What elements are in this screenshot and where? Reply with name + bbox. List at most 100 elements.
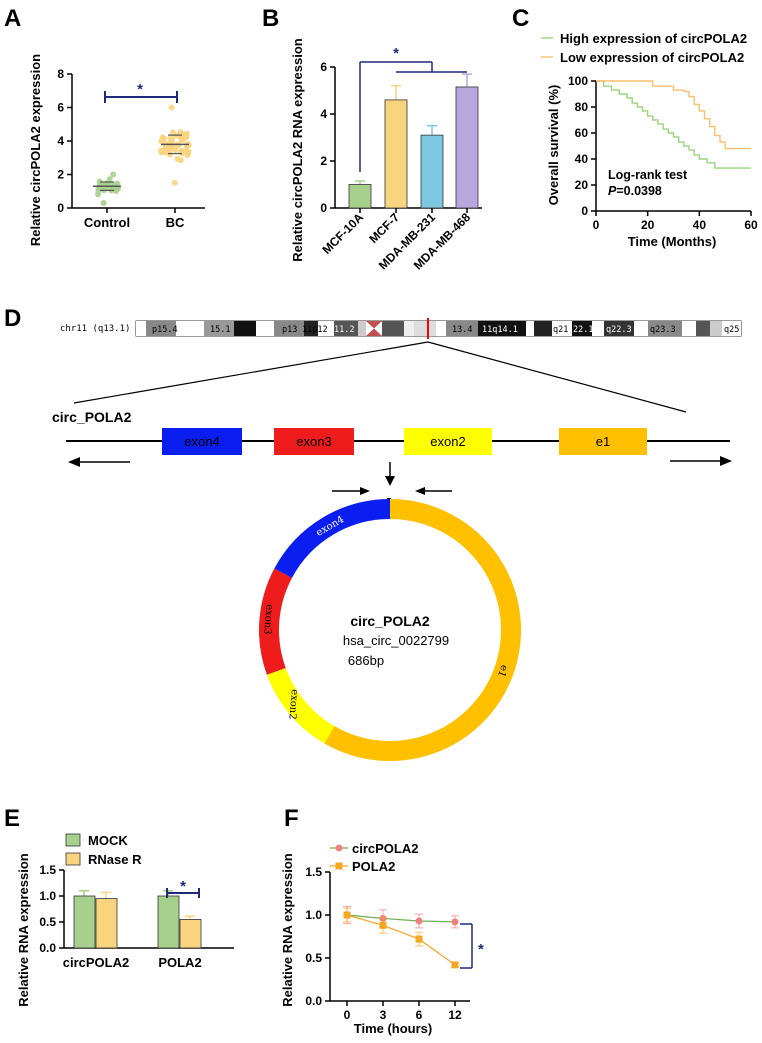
panel-letter-b: B <box>262 5 279 32</box>
chromosome-band <box>382 321 404 336</box>
circ-center-length: 686bp <box>348 653 384 668</box>
f-sig-star: * <box>478 941 484 958</box>
a-point <box>182 133 189 140</box>
e1-label: e1 <box>596 434 610 449</box>
ring-label-exon3: exon3 <box>261 604 275 635</box>
f-y-tick-label: 1.0 <box>305 908 322 922</box>
f-x-tick-label: 0 <box>344 1008 351 1022</box>
c-legend-label: High expression of circPOLA2 <box>560 31 747 46</box>
exon3-box <box>274 428 354 455</box>
exon3-label: exon3 <box>296 434 331 449</box>
a-y-tick-label: 0 <box>57 201 64 215</box>
chromosome-band <box>634 321 648 336</box>
b-y-tick-label: 6 <box>320 60 327 74</box>
f-legend-marker <box>335 862 343 870</box>
chromosome-band <box>404 321 414 336</box>
c-x-tick-label: 20 <box>641 218 655 232</box>
panel-letter-d: D <box>4 305 21 332</box>
ylabel-f: Relative RNA expression <box>280 853 295 1006</box>
primer-reverse-icon <box>415 487 452 495</box>
f-y-tick-label: 1.5 <box>305 865 322 879</box>
ylabel-c: Overall survival (%) <box>546 85 561 206</box>
e-legend-swatch <box>65 852 81 866</box>
a-point <box>166 151 173 158</box>
chromosome-band-label: q21 <box>553 325 568 335</box>
e-x-tick-label: POLA2 <box>158 955 201 970</box>
a-point <box>114 185 121 192</box>
chromosome-band <box>534 321 552 336</box>
chromosome-band <box>146 321 176 336</box>
a-point <box>177 129 184 136</box>
centromere-mark <box>366 328 382 336</box>
e-bar <box>73 895 96 949</box>
e-bar <box>179 919 202 949</box>
b-bar <box>384 99 408 209</box>
b-y-tick-label: 0 <box>320 201 327 215</box>
panel-e: E Relative RNA expression 0.00.51.01.5ci… <box>4 805 234 1007</box>
chromosome-band <box>478 321 526 336</box>
chromosome-band-label: p15.4 <box>152 325 178 335</box>
a-point <box>185 148 192 155</box>
chromosome-band-label: 11q14.1 <box>482 325 518 335</box>
exon4-label: exon4 <box>184 434 219 449</box>
b-bar <box>455 86 479 209</box>
e-y-tick-label: 0.5 <box>39 915 56 929</box>
c-y-tick-label: 80 <box>575 100 589 114</box>
panel-letter-e: E <box>4 805 20 832</box>
right-arrow-icon <box>670 456 732 466</box>
chromosome-band <box>176 321 204 336</box>
chromosome-band <box>710 321 722 336</box>
chromosome-band <box>334 321 358 336</box>
a-point <box>185 142 192 149</box>
c-x-tick-label: 60 <box>744 218 758 232</box>
f-x-tick-label: 6 <box>416 1008 423 1022</box>
f-legend-label: circPOLA2 <box>352 841 418 856</box>
e-legend-swatch <box>65 833 81 847</box>
chromosome-band <box>682 321 696 336</box>
chromosome-band <box>526 321 534 336</box>
f-series-line <box>346 914 456 923</box>
ylabel-b: Relative circPOLA2 RNA expression <box>290 38 305 262</box>
chromosome-band-label: p13 <box>282 325 297 335</box>
c-y-tick-label: 40 <box>575 152 589 166</box>
e-legend-label: MOCK <box>88 833 128 848</box>
chromosome-band <box>604 321 634 336</box>
c-y-tick-label: 20 <box>575 178 589 192</box>
ring-label-e1: e1 <box>495 663 510 678</box>
panel-a: A Relative circPOLA2 expression 02468Con… <box>4 5 205 246</box>
a-sig-star: * <box>137 81 143 98</box>
f-legend-marker <box>335 844 343 852</box>
a-point <box>110 171 117 178</box>
chromosome-band <box>304 321 318 336</box>
f-point <box>379 921 387 929</box>
ring-label-exon2: exon2 <box>286 689 300 720</box>
panel-letter-f: F <box>284 805 299 832</box>
a-point <box>171 179 178 186</box>
a-y-tick-label: 2 <box>57 168 64 182</box>
e-bar <box>95 898 118 949</box>
a-point <box>106 176 113 183</box>
chromosome-band-label: 15.1 <box>210 325 230 335</box>
chromosome-band-label: 22.1 <box>573 325 593 335</box>
xlabel-c: Time (Months) <box>628 234 717 249</box>
a-point <box>168 104 175 111</box>
e-legend-label: RNase R <box>88 852 142 867</box>
c-y-tick-label: 0 <box>581 204 588 218</box>
f-point <box>451 918 459 926</box>
panel-c: C Overall survival (%) Time (Months) 020… <box>512 5 758 249</box>
ring-segment-e1 <box>324 499 521 761</box>
chromosome-label: chr11 (q13.1) <box>60 324 130 334</box>
a-y-tick-label: 6 <box>57 101 64 115</box>
chromosome-band <box>358 321 366 336</box>
a-x-tick-label: Control <box>84 215 130 230</box>
a-point <box>100 199 107 206</box>
chromosome-band <box>318 321 334 336</box>
ring-segment-exon4 <box>274 499 391 579</box>
circ-center-id: hsa_circ_0022799 <box>343 633 449 648</box>
e1-box <box>559 428 647 455</box>
chromosome-band <box>572 321 592 336</box>
chromosome-band <box>234 321 256 336</box>
f-x-tick-label: 12 <box>448 1008 462 1022</box>
f-point <box>415 917 423 925</box>
